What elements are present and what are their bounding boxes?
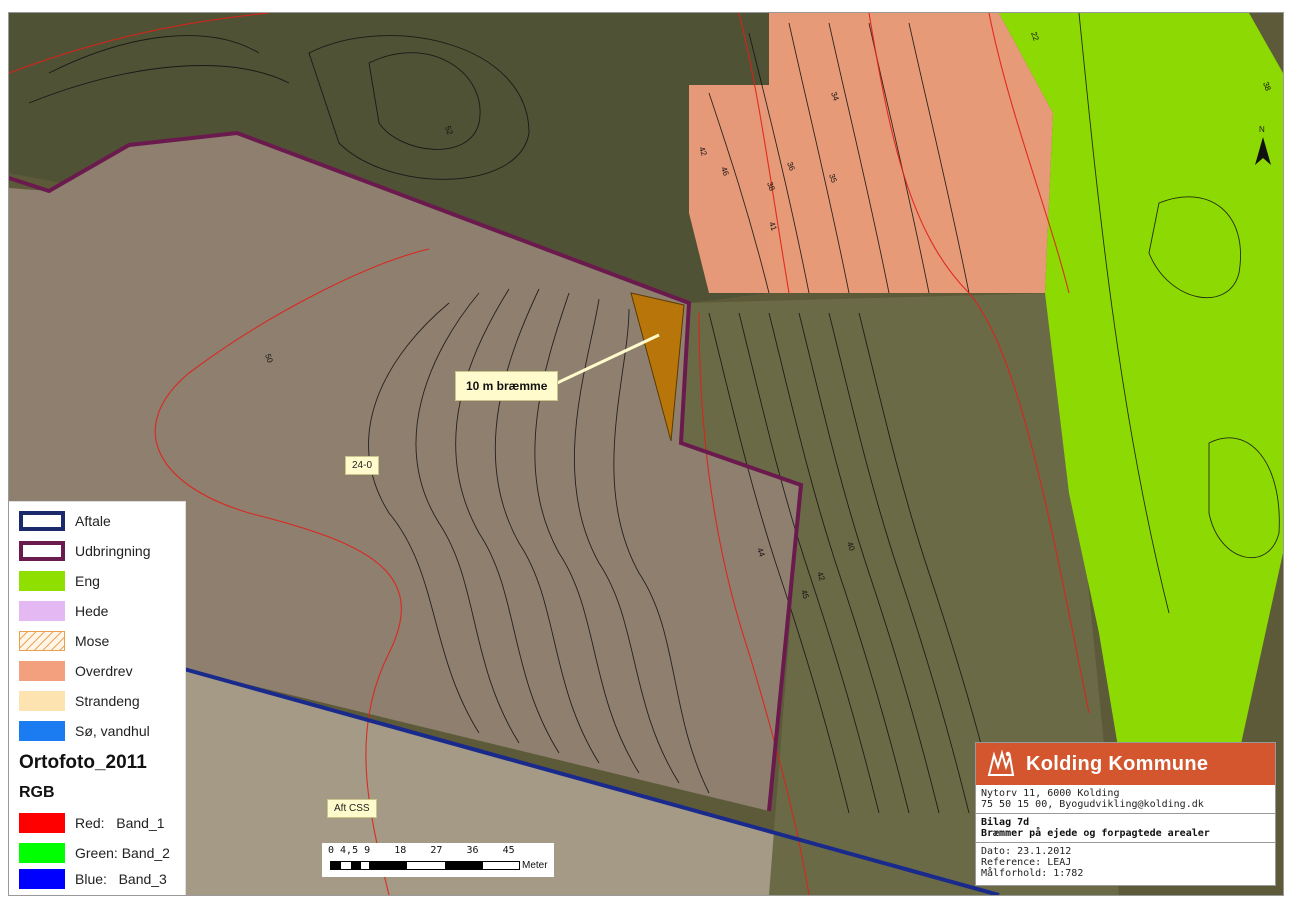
legend-item: Blue: Band_3 xyxy=(19,866,167,892)
legend-label: Hede xyxy=(75,603,109,619)
raster-layer-title: Ortofoto_2011 xyxy=(19,752,147,773)
document-info: Bilag 7d Bræmmer på ejede og forpagtede … xyxy=(976,814,1275,843)
braemme-buffer xyxy=(630,292,685,442)
legend-item: Overdrev xyxy=(19,658,133,684)
map-frame: 50 38 42 46 41 36 35 34 40 42 44 45 38 52 22 10 m bræm… xyxy=(8,12,1284,896)
contour-label: 22 xyxy=(1029,31,1041,43)
legend-swatch xyxy=(19,511,65,531)
field-area xyxy=(9,133,801,811)
contour-lines-red xyxy=(9,13,1090,895)
legend-item: Hede xyxy=(19,598,108,624)
contour-label: 40 xyxy=(845,541,857,553)
overdrev-polygon xyxy=(689,13,1053,293)
address-line: Nytorv 11, 6000 Kolding xyxy=(981,788,1120,799)
woodland-texture xyxy=(9,13,769,303)
udbringning-boundary xyxy=(9,130,804,812)
legend-swatch xyxy=(19,691,65,711)
contour-label: 42 xyxy=(815,571,827,583)
contour-label: 36 xyxy=(785,161,797,173)
contact-line: 75 50 15 00, Byogudvikling@kolding.dk xyxy=(981,799,1204,810)
legend-swatch xyxy=(19,869,65,889)
legend-swatch xyxy=(19,843,65,863)
legend-swatch xyxy=(19,813,65,833)
svg-text:N: N xyxy=(1259,125,1265,134)
organization-name: Kolding Kommune xyxy=(1026,752,1209,775)
organization-address: Nytorv 11, 6000 Kolding 75 50 15 00, Byo… xyxy=(976,785,1275,814)
contour-lines xyxy=(28,13,1280,814)
contour-label: 34 xyxy=(829,91,841,103)
legend-swatch xyxy=(19,661,65,681)
legend-swatch xyxy=(19,721,65,741)
map-canvas[interactable]: 50 38 42 46 41 36 35 34 40 42 44 45 38 52 22 xyxy=(9,13,1283,895)
field-label: 24-0 xyxy=(345,456,380,475)
legend-label: Sø, vandhul xyxy=(75,723,150,739)
legend-label: Green: Band_2 xyxy=(75,845,170,861)
legend-item: Udbringning xyxy=(19,538,151,564)
contour-label: 38 xyxy=(765,181,777,193)
legend-label: Mose xyxy=(75,633,110,649)
document-reference: Reference: LEAJ xyxy=(981,857,1072,868)
raster-layer-sub: RGB xyxy=(19,784,55,801)
eng-polygon xyxy=(999,13,1283,753)
legend-swatch xyxy=(19,601,65,621)
contour-label: 50 xyxy=(263,353,275,365)
lower-field xyxy=(9,613,999,895)
legend-label: Overdrev xyxy=(75,663,133,679)
legend-label: Udbringning xyxy=(75,543,151,559)
legend-item: Sø, vandhul xyxy=(19,718,150,744)
legend-item: Red: Band_1 xyxy=(19,810,165,836)
legend-item: Eng xyxy=(19,568,100,594)
legend-swatch xyxy=(19,571,65,591)
scale-unit: Meter xyxy=(522,860,548,871)
document-scale: Målforhold: 1:782 xyxy=(981,868,1084,879)
legend-label: Eng xyxy=(75,573,100,589)
north-arrow-icon: N xyxy=(1255,125,1271,165)
scale-bar: 0 4,5 9 18 27 36 45 Meter xyxy=(322,843,554,877)
legend-item: Strandeng xyxy=(19,688,140,714)
legend-label: Strandeng xyxy=(75,693,140,709)
title-block-header: Kolding Kommune xyxy=(976,743,1275,785)
kolding-logo-icon xyxy=(987,749,1015,776)
document-meta: Dato: 23.1.2012 Reference: LEAJ Målforho… xyxy=(976,843,1275,882)
legend-swatch xyxy=(19,631,65,651)
legend-item: Green: Band_2 xyxy=(19,840,170,866)
contour-label: 44 xyxy=(755,547,767,559)
scale-ticks: 0 4,5 9 18 27 36 45 xyxy=(328,845,515,856)
contour-label: 38 xyxy=(1261,81,1273,93)
contour-label: 42 xyxy=(697,146,709,158)
callout-label: 10 m bræmme xyxy=(455,371,559,401)
legend-label: Aftale xyxy=(75,513,111,529)
contour-label: 35 xyxy=(827,173,839,185)
contour-label: 45 xyxy=(799,589,811,601)
contour-label: 41 xyxy=(767,221,779,233)
legend-label: Blue: Band_3 xyxy=(75,871,167,887)
title-block: Kolding Kommune Nytorv 11, 6000 Kolding … xyxy=(975,742,1276,886)
contour-label: 46 xyxy=(719,166,731,178)
document-id: Bilag 7d xyxy=(981,817,1030,828)
document-title: Bræmmer på ejede og forpagtede arealer xyxy=(981,828,1210,839)
legend-label: Red: Band_1 xyxy=(75,815,165,831)
scale-bar-graphic xyxy=(330,861,520,870)
legend-item: Mose xyxy=(19,628,109,654)
legend-swatch xyxy=(19,541,65,561)
contour-label: 52 xyxy=(443,125,455,137)
field-label: Aft CSS xyxy=(327,799,377,818)
callout-leader xyxy=(556,333,660,385)
document-date: Dato: 23.1.2012 xyxy=(981,846,1072,857)
legend-item: Aftale xyxy=(19,508,111,534)
map-legend: Aftale Udbringning Eng Hede xyxy=(9,501,186,895)
